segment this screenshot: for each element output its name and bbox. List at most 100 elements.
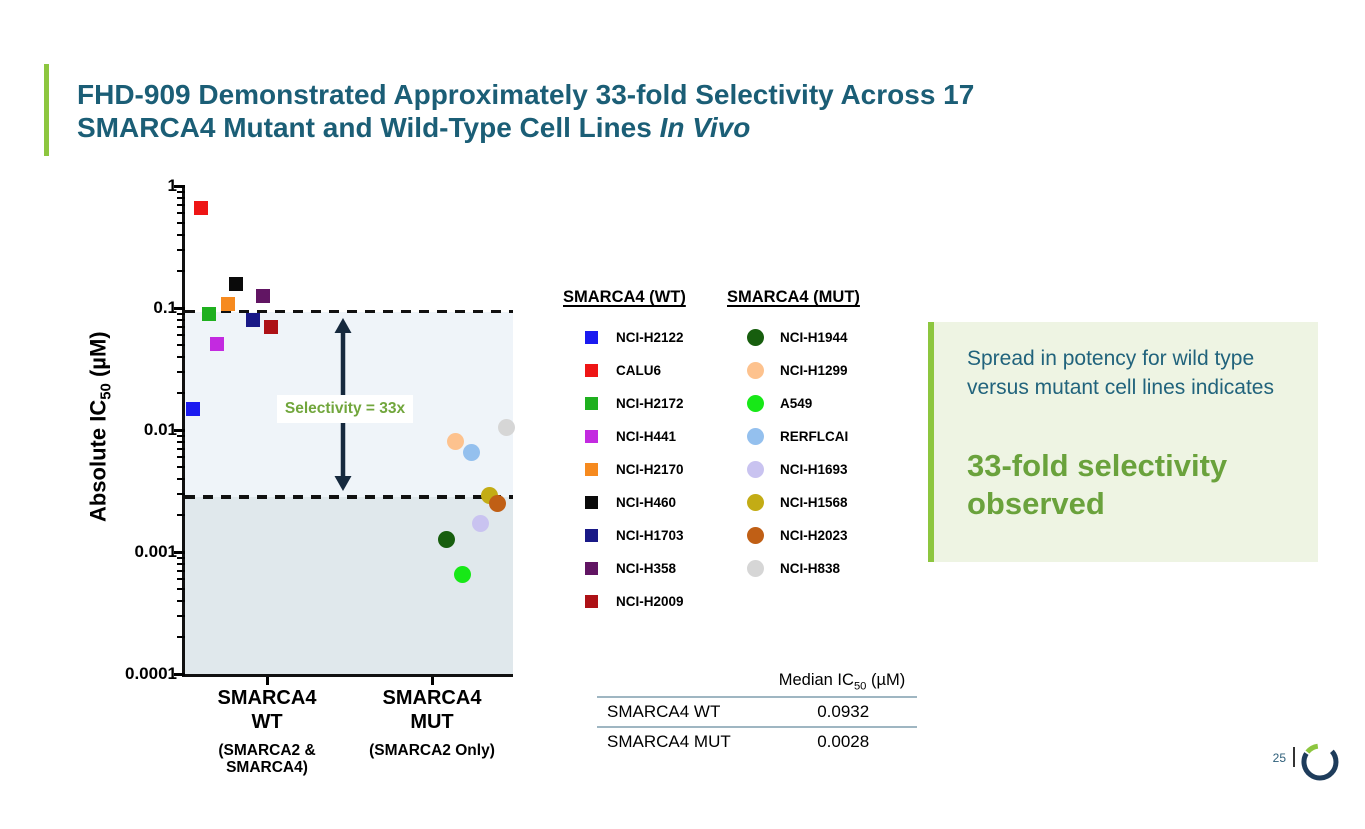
y-minor-tick <box>177 447 185 450</box>
y-minor-tick <box>177 343 185 346</box>
table-row-value: 0.0028 <box>817 732 870 751</box>
legend-item-label: NCI-H2009 <box>616 594 684 609</box>
data-point-nci-h2170 <box>221 296 235 311</box>
y-minor-tick <box>177 440 185 443</box>
x-category-tick <box>430 677 434 685</box>
square-marker-icon <box>585 331 598 344</box>
x-category-wt: SMARCA4 WT <box>217 687 317 733</box>
title-accent-bar <box>44 64 49 156</box>
x-category-tick <box>265 677 269 685</box>
legend-wt-header: SMARCA4 (WT) <box>563 288 686 306</box>
data-point-nci-h441 <box>210 336 224 351</box>
circle-marker-icon <box>747 362 764 379</box>
y-minor-tick <box>177 221 185 224</box>
legend-item-label: CALU6 <box>616 363 662 378</box>
legend-item-nci-h1703: NCI-H1703 <box>583 527 686 544</box>
y-minor-tick <box>177 578 185 581</box>
data-point-nci-h2023 <box>488 494 506 512</box>
y-minor-tick <box>177 477 185 480</box>
y-minor-tick <box>177 434 185 437</box>
legend-item-nci-h1299: NCI-H1299 <box>747 362 860 379</box>
data-point-nci-h358 <box>256 289 270 304</box>
legend-item-label: NCI-H838 <box>780 561 841 576</box>
square-marker-icon <box>585 595 598 608</box>
data-point-nci-h838 <box>497 418 515 436</box>
legend-item-label: NCI-H2172 <box>616 396 684 411</box>
legend-item-label: NCI-H460 <box>616 495 677 510</box>
data-point-nci-h1693 <box>471 515 489 533</box>
data-point-nci-h2172 <box>202 306 216 321</box>
data-point-rerflcai <box>462 444 480 462</box>
y-minor-tick <box>177 492 185 495</box>
selectivity-annotation: Selectivity = 33x <box>277 395 413 423</box>
y-minor-tick <box>177 370 185 373</box>
callout-highlight-text: 33-fold selectivity observed <box>967 448 1228 521</box>
legend-item-label: NCI-H1693 <box>780 462 848 477</box>
y-major-tick <box>174 672 185 676</box>
y-tick-label: 0.1 <box>153 298 177 317</box>
legend-item-nci-h2023: NCI-H2023 <box>747 527 860 544</box>
plot-area: Selectivity = 33x <box>174 184 515 685</box>
circle-marker-icon <box>747 560 764 577</box>
data-point-nci-h2009 <box>264 319 278 334</box>
circle-marker-icon <box>747 428 764 445</box>
y-minor-tick <box>177 556 185 559</box>
legend-item-label: NCI-H2170 <box>616 462 684 477</box>
y-tick-label: 0.0001 <box>125 664 177 683</box>
x-category-wt-sub: (SMARCA2 & SMARCA4) <box>218 742 316 776</box>
legend-item-nci-h2009: NCI-H2009 <box>583 593 686 610</box>
circle-marker-icon <box>747 329 764 346</box>
callout-body-text: Spread in potency for wild type versus m… <box>967 347 1274 399</box>
title-line-2-italic: In Vivo <box>659 112 751 143</box>
legend-item-label: NCI-H2023 <box>780 528 848 543</box>
legend-item-nci-h460: NCI-H460 <box>583 494 686 511</box>
title-line-1: FHD-909 Demonstrated Approximately 33-fo… <box>77 79 975 110</box>
y-minor-tick <box>177 203 185 206</box>
data-point-nci-h2122 <box>186 401 200 416</box>
footer-divider <box>1293 747 1295 767</box>
legend-mut-header: SMARCA4 (MUT) <box>727 288 860 306</box>
y-minor-tick <box>177 614 185 617</box>
slide-title: FHD-909 Demonstrated Approximately 33-fo… <box>77 78 1127 144</box>
y-minor-tick <box>177 569 185 572</box>
x-category-mut: SMARCA4 MUT <box>382 687 482 733</box>
y-minor-tick <box>177 212 185 215</box>
legend-item-label: A549 <box>780 396 813 411</box>
y-minor-tick <box>177 562 185 565</box>
legend-item-label: NCI-H2122 <box>616 330 684 345</box>
legend-item-nci-h1944: NCI-H1944 <box>747 329 860 346</box>
square-marker-icon <box>585 496 598 509</box>
legend-item-label: NCI-H1568 <box>780 495 848 510</box>
y-major-tick <box>174 184 185 188</box>
legend-item-nci-h2122: NCI-H2122 <box>583 329 686 346</box>
legend-item-nci-h441: NCI-H441 <box>583 428 686 445</box>
legend-item-rerflcai: RERFLCAI <box>747 428 860 445</box>
y-tick-label: 0.01 <box>143 420 177 439</box>
y-minor-tick <box>177 334 185 337</box>
y-minor-tick <box>177 190 185 193</box>
data-point-nci-h1944 <box>437 531 455 549</box>
callout-box: Spread in potency for wild type versus m… <box>934 322 1318 562</box>
y-major-tick <box>174 306 185 310</box>
circle-marker-icon <box>747 527 764 544</box>
square-marker-icon <box>585 397 598 410</box>
square-marker-icon <box>585 529 598 542</box>
title-line-2: SMARCA4 Mutant and Wild-Type Cell Lines <box>77 112 660 143</box>
data-point-nci-h1299 <box>446 433 464 451</box>
data-point-calu6 <box>194 201 208 216</box>
legend-item-calu6: CALU6 <box>583 362 686 379</box>
circle-marker-icon <box>747 395 764 412</box>
data-point-nci-h1703 <box>246 313 260 328</box>
legend-item-label: NCI-H358 <box>616 561 677 576</box>
legend-item-nci-h838: NCI-H838 <box>747 560 860 577</box>
median-table-header-cell: Median IC50 (µM) <box>778 671 906 693</box>
y-tick-label: 1 <box>167 176 177 195</box>
table-row-label: SMARCA4 WT <box>607 702 721 721</box>
y-tick-label: 0.001 <box>134 542 177 561</box>
y-minor-tick <box>177 392 185 395</box>
y-minor-tick <box>177 599 185 602</box>
